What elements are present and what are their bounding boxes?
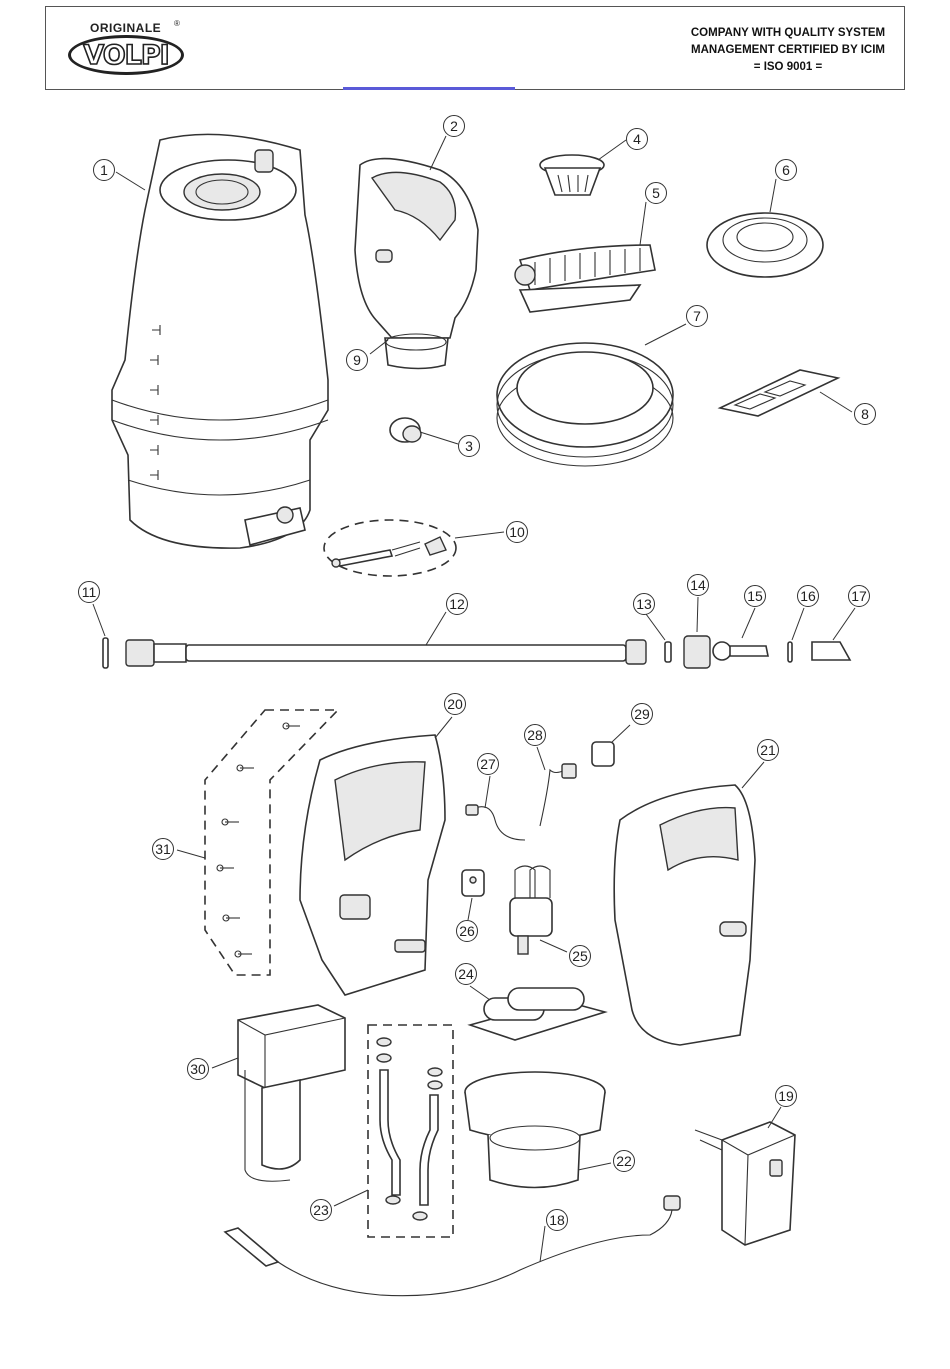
svg-text:23: 23 <box>313 1202 329 1218</box>
part-valve-kit <box>324 520 456 576</box>
callout-29: 29 <box>632 704 653 725</box>
svg-text:14: 14 <box>690 577 706 593</box>
part-cable <box>466 805 525 840</box>
callout-15: 15 <box>745 586 766 607</box>
svg-text:10: 10 <box>509 524 525 540</box>
part-nut <box>390 418 421 442</box>
part-lance-handle <box>515 245 655 312</box>
part-switch <box>462 870 484 896</box>
svg-text:6: 6 <box>782 162 790 178</box>
part-cable-2 <box>540 764 576 826</box>
part-tubes <box>368 1025 453 1237</box>
svg-text:7: 7 <box>693 308 701 324</box>
callout-17: 17 <box>849 586 870 607</box>
svg-text:11: 11 <box>82 584 97 600</box>
svg-text:24: 24 <box>458 966 474 982</box>
part-tank <box>112 134 328 548</box>
callout-26: 26 <box>457 921 478 942</box>
callout-11: 11 <box>79 582 100 603</box>
callout-23: 23 <box>311 1200 332 1221</box>
part-handle-half-right <box>614 785 755 1045</box>
callout-25: 25 <box>570 946 591 967</box>
part-hose-coil <box>497 343 673 466</box>
callout-1: 1 <box>94 160 115 181</box>
svg-text:9: 9 <box>353 352 361 368</box>
callout-7: 7 <box>687 306 708 327</box>
callout-28: 28 <box>525 725 546 746</box>
svg-text:3: 3 <box>465 438 473 454</box>
callout-14: 14 <box>688 575 709 596</box>
svg-text:2: 2 <box>450 118 458 134</box>
callout-22: 22 <box>614 1151 635 1172</box>
svg-text:18: 18 <box>549 1212 565 1228</box>
callout-27: 27 <box>478 754 499 775</box>
svg-text:20: 20 <box>447 696 463 712</box>
svg-text:17: 17 <box>851 588 867 604</box>
callout-4: 4 <box>627 129 648 150</box>
part-handle-half-left <box>300 735 445 995</box>
svg-text:13: 13 <box>636 596 652 612</box>
svg-text:27: 27 <box>480 756 496 772</box>
svg-text:26: 26 <box>459 923 475 939</box>
callout-5: 5 <box>646 183 667 204</box>
callout-19: 19 <box>776 1086 797 1107</box>
svg-text:22: 22 <box>616 1153 632 1169</box>
part-strap <box>707 213 823 277</box>
svg-text:31: 31 <box>155 841 171 857</box>
part-charger <box>695 1122 795 1245</box>
svg-text:30: 30 <box>190 1061 206 1077</box>
callout-13: 13 <box>634 594 655 615</box>
svg-text:8: 8 <box>861 406 869 422</box>
svg-text:25: 25 <box>572 948 588 964</box>
svg-text:29: 29 <box>634 706 650 722</box>
svg-text:1: 1 <box>100 162 108 178</box>
svg-text:4: 4 <box>633 131 641 147</box>
callout-21: 21 <box>758 740 779 761</box>
part-motor <box>238 1005 345 1181</box>
callout-2: 2 <box>444 116 465 137</box>
part-pump <box>510 866 552 954</box>
part-handle-top <box>355 159 478 369</box>
callout-31: 31 <box>153 839 174 860</box>
part-connector <box>592 742 614 766</box>
callout-30: 30 <box>188 1059 209 1080</box>
callout-16: 16 <box>798 586 819 607</box>
svg-text:28: 28 <box>527 727 543 743</box>
part-battery-board <box>470 988 605 1040</box>
callout-24: 24 <box>456 964 477 985</box>
callout-12: 12 <box>447 594 468 615</box>
svg-text:12: 12 <box>449 596 465 612</box>
svg-text:15: 15 <box>747 588 763 604</box>
callout-6: 6 <box>776 160 797 181</box>
svg-text:21: 21 <box>760 742 776 758</box>
callout-20: 20 <box>445 694 466 715</box>
part-label <box>720 370 838 416</box>
svg-text:19: 19 <box>778 1088 794 1104</box>
svg-text:5: 5 <box>652 185 660 201</box>
part-lance <box>103 636 850 668</box>
callout-9: 9 <box>347 350 368 371</box>
callout-3: 3 <box>459 436 480 457</box>
callout-10: 10 <box>507 522 528 543</box>
callout-8: 8 <box>855 404 876 425</box>
part-filter <box>540 155 604 195</box>
part-base-ring <box>465 1072 605 1188</box>
svg-text:16: 16 <box>800 588 816 604</box>
callout-18: 18 <box>547 1210 568 1231</box>
